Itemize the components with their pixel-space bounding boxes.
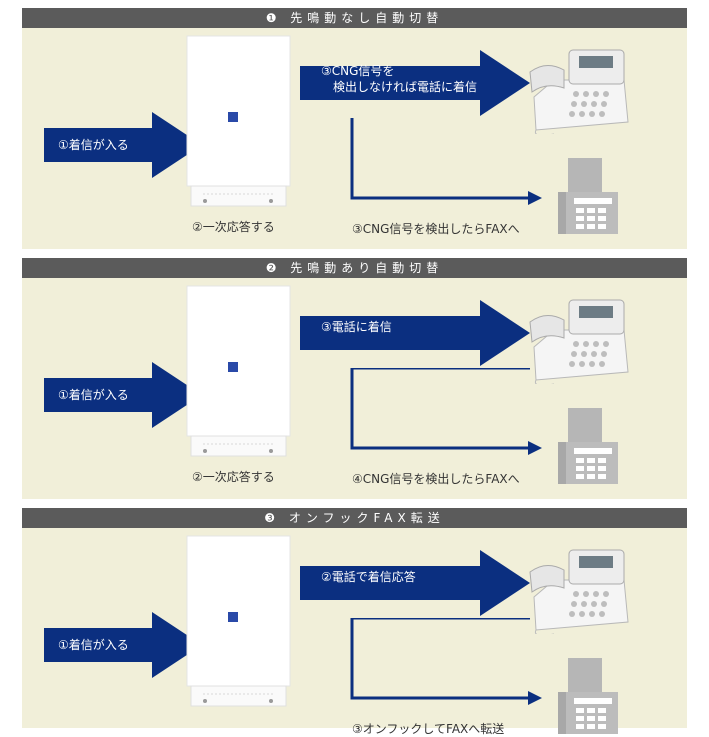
incoming-call-label: ①着信が入る [58,138,129,152]
phone-icon [529,549,629,634]
to-fax-arrow [350,118,542,205]
section-3: ❸ オンフックFAX転送 ①着信が入る ②電話で着信応答 [22,508,687,736]
incoming-call-arrow [44,112,202,178]
pbx-device-icon [186,35,291,207]
to-fax-arrow [350,618,542,705]
to-fax-label: ③CNG信号を検出したらFAXへ [352,222,520,236]
fax-icon [558,658,618,734]
section-2: ❷ 先鳴動あり自動切替 ①着信が入る ②一次応答する ③電話に着信 [22,258,687,499]
to-fax-label: ④CNG信号を検出したらFAXへ [352,472,520,486]
device-label: ②一次応答する [192,470,275,484]
to-phone-label-line1: ③電話に着信 [321,320,392,334]
section-1: ❶ 先鳴動なし自動切替 ①着信が入る ②一次応答する ③CNG信号を 検出しなけ… [22,8,687,249]
to-phone-arrow [300,550,530,616]
phone-icon [529,49,629,134]
phone-icon [529,299,629,384]
to-fax-arrow [350,368,542,455]
incoming-call-label: ①着信が入る [58,638,129,652]
to-phone-label-line1: ②電話で着信応答 [321,570,416,584]
incoming-call-label: ①着信が入る [58,388,129,402]
incoming-call-arrow [44,362,202,428]
pbx-device-icon [186,285,291,457]
fax-icon [558,408,618,484]
section-panel: ①着信が入る ②一次応答する ③電話に着信 [22,278,687,499]
to-phone-label-line1: ③CNG信号を [321,64,395,78]
section-panel: ①着信が入る ②電話で着信応答 [22,528,687,736]
section-header: ❷ 先鳴動あり自動切替 [22,258,687,278]
pbx-device-icon [186,535,291,707]
section-panel: ①着信が入る ②一次応答する ③CNG信号を 検出しなければ電話に着信 [22,28,687,249]
to-phone-label-line2: 検出しなければ電話に着信 [321,80,478,94]
to-phone-arrow [300,50,530,116]
device-label: ②一次応答する [192,220,275,234]
incoming-call-arrow [44,612,202,678]
section-header: ❸ オンフックFAX転送 [22,508,687,528]
to-phone-arrow [300,300,530,366]
fax-icon [558,158,618,234]
section-header: ❶ 先鳴動なし自動切替 [22,8,687,28]
to-fax-label: ③オンフックしてFAXへ転送 [352,722,505,736]
